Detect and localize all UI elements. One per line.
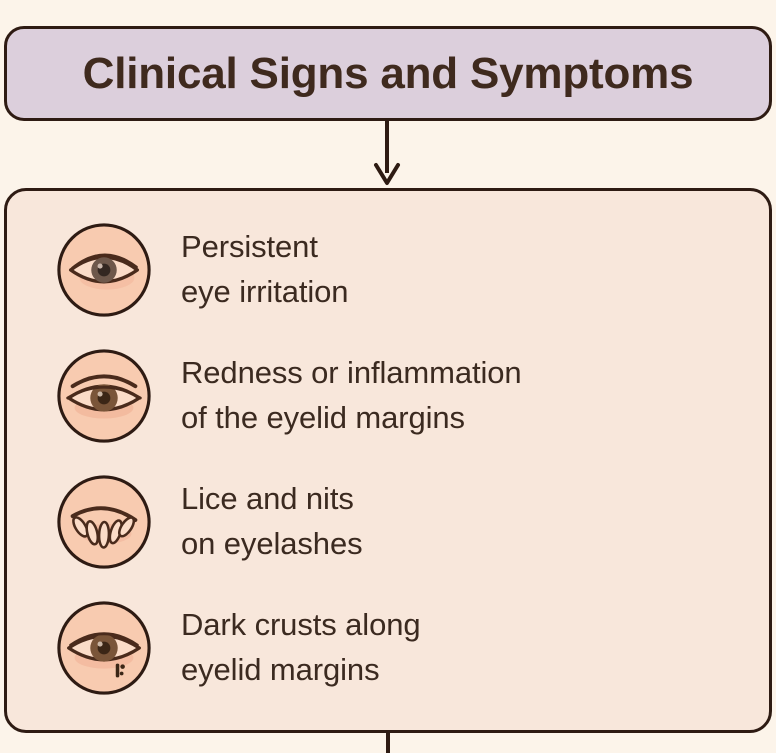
header-banner: Clinical Signs and Symptoms: [4, 26, 772, 121]
eyelid-dark-crusts-icon: [57, 601, 151, 695]
list-item: Lice and nits on eyelashes: [55, 473, 769, 571]
list-item-label: Persistent eye irritation: [181, 229, 349, 309]
connector-line-icon: [386, 733, 390, 753]
list-item: Persistent eye irritation: [55, 221, 769, 319]
list-item: Redness or inflammation of the eyelid ma…: [55, 347, 769, 445]
list-item-label: Lice and nits on eyelashes: [181, 481, 363, 561]
page-title: Clinical Signs and Symptoms: [82, 48, 694, 98]
symptoms-panel: Persistent eye irritation Redness or inf…: [4, 188, 772, 733]
down-arrow-icon: [374, 121, 400, 185]
list-item-label: Redness or inflammation of the eyelid ma…: [181, 355, 522, 435]
symptom-list: Persistent eye irritation Redness or inf…: [7, 221, 769, 697]
list-item-label: Dark crusts along eyelid margins: [181, 607, 421, 687]
eyelash-lice-nits-icon: [57, 475, 151, 569]
eye-redness-inflammation-icon: [57, 349, 151, 443]
eye-irritation-icon: [57, 223, 151, 317]
list-item: Dark crusts along eyelid margins: [55, 599, 769, 697]
